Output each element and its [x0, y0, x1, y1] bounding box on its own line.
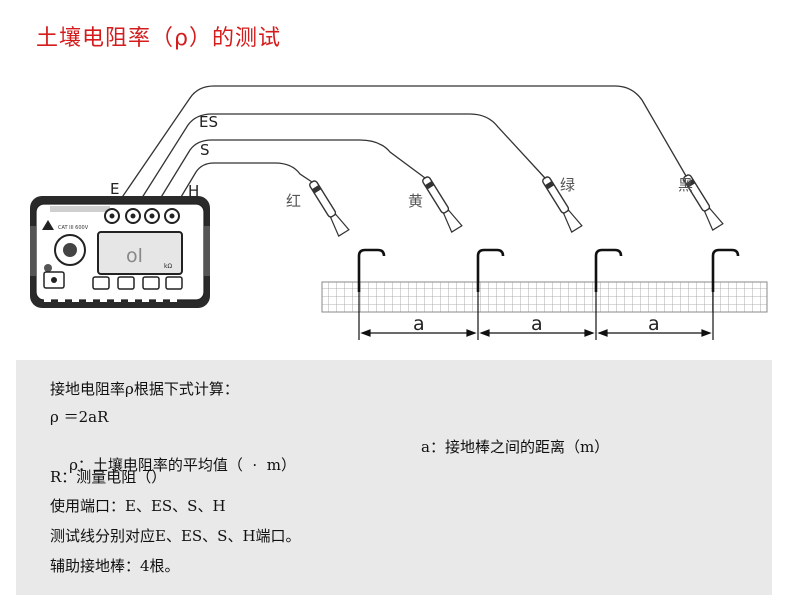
clip-red: [309, 180, 350, 237]
clip-label-black: 黑: [678, 176, 693, 194]
clip-black: [683, 174, 724, 231]
lead-s-yellow: [151, 139, 426, 213]
page-title: 土壤电阻率（ρ）的测试: [36, 26, 281, 51]
clip-label-red: 红: [286, 192, 301, 210]
earth-rod-3: [594, 248, 623, 292]
terminal-label-s: S: [200, 141, 210, 159]
info-line-formula: ρ ＝2aR: [50, 408, 109, 426]
info-line-rods: 辅助接地棒：4根。: [50, 557, 180, 575]
lead-e-black: [111, 85, 687, 213]
info-line-a-definition: a：接地棒之间的距离（m）: [421, 438, 610, 456]
formula-info-box: 接地电阻率ρ根据下式计算： ρ ＝2aR ρ：土壤电阻率的平均值（ · m） a…: [16, 360, 772, 595]
terminal-label-es: ES: [199, 113, 218, 131]
lead-es-green: [132, 113, 546, 213]
info-line-rho-definition: ρ：土壤电阻率的平均值（ · m）: [50, 436, 296, 493]
meter-display: [97, 231, 183, 275]
meter-unit: kΩ: [164, 263, 172, 270]
info-line-formula-intro: 接地电阻率ρ根据下式计算：: [50, 380, 239, 398]
info-line-r-definition: R：测量电阻（）: [50, 468, 167, 486]
spacing-label-3: a: [648, 313, 660, 335]
earth-rod-1: [357, 248, 386, 292]
clip-yellow: [422, 176, 463, 233]
clip-green: [542, 176, 583, 233]
info-line-leads: 测试线分别对应E、ES、S、H端口。: [50, 527, 301, 545]
info-line-ports: 使用端口：E、ES、S、H: [50, 497, 226, 515]
earth-rod-2: [476, 248, 505, 292]
info-rho-text: ρ：土壤电阻率的平均值（ · m）: [69, 456, 296, 474]
terminal-label-e: E: [110, 180, 119, 198]
test-leads: [111, 85, 687, 213]
meter-brand: CAT III 600V: [58, 225, 89, 231]
ground-strip: [321, 281, 768, 313]
meter-buttons: [92, 276, 183, 290]
clip-label-yellow: 黄: [408, 192, 423, 210]
earth-rod-4: [711, 248, 740, 292]
terminal-label-h: H: [188, 182, 199, 200]
spacing-label-1: a: [413, 313, 425, 335]
earth-tester-meter: CAT III 600V ol kΩ: [30, 196, 210, 308]
meter-display-text: ol: [126, 245, 143, 267]
spacing-dimensions: [360, 329, 712, 337]
spacing-label-2: a: [531, 313, 543, 335]
measurement-diagram: E ES S H CAT III 600V ol kΩ: [30, 85, 768, 340]
clip-label-green: 绿: [560, 176, 575, 194]
earth-rods: [357, 248, 740, 292]
lead-h-red: [171, 162, 313, 213]
